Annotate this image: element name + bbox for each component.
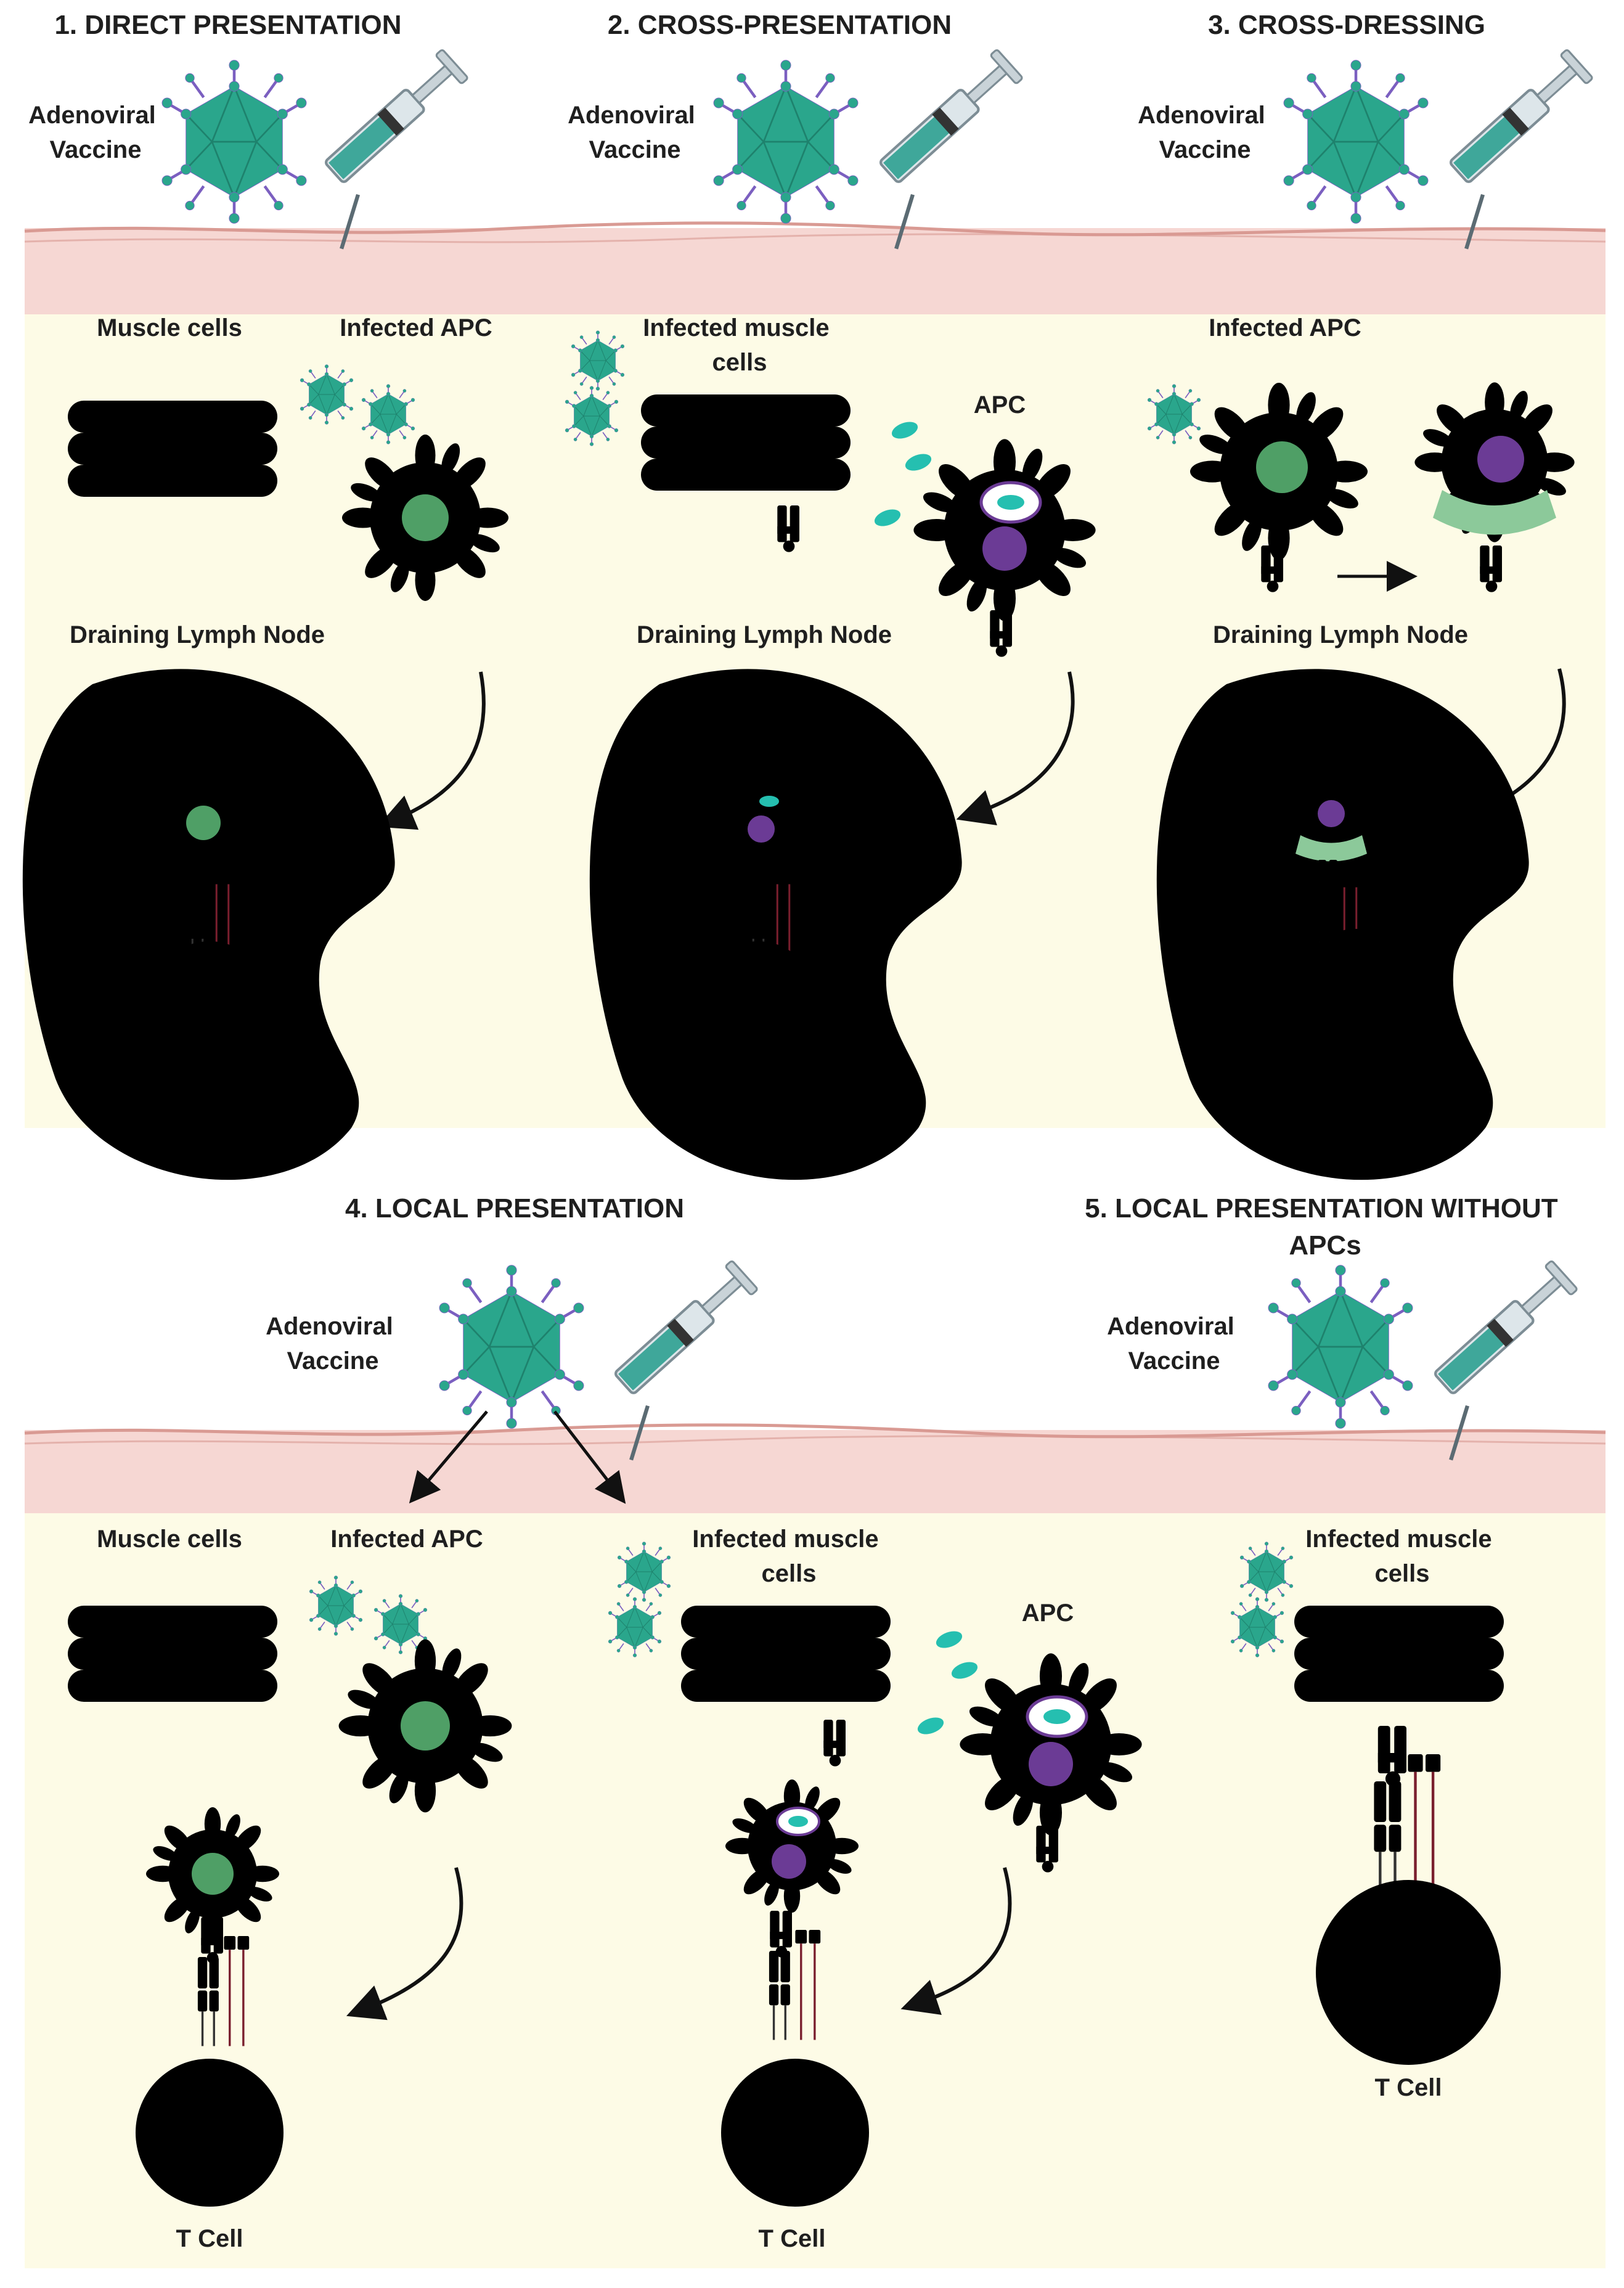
antigen-fragment [759,796,779,807]
panel-1-vaccine-label: Adenoviral Vaccine [28,102,163,163]
panel-4-title: 4. LOCAL PRESENTATION [345,1193,684,1224]
adenovirus-icon [714,60,858,224]
panel-3-title: 3. CROSS-DRESSING [1208,10,1485,40]
panel-3-infected-apc-label: Infected APC [1209,314,1361,341]
migration-arrow [346,1867,463,2020]
panel-1-direct-presentation: 1. DIRECT PRESENTATION Adenoviral Vaccin… [0,10,508,1245]
antigen-fragment [917,1717,944,1734]
t-cell-icon [721,2059,869,2207]
panel-1-infected-apc-label: Infected APC [340,314,492,341]
adenovirus-icon [162,60,306,224]
infection-arrow [409,1410,488,1504]
panel-4-t-cell-label-1: T Cell [176,2225,243,2252]
panel-4-local-presentation: 4. LOCAL PRESENTATION Adenoviral Vaccine… [68,1193,1142,2252]
syringe-icon [1412,49,1621,249]
infected-muscle-cell-icon [681,1606,891,1702]
top-skin-surface [24,221,1606,237]
antigen-fragment [951,1662,978,1679]
muscle-cell-icon [68,1606,277,1702]
antigen-fragment [874,509,901,526]
panel-2-apc-label: APC [974,391,1026,419]
t-cell-icon [152,941,267,1056]
panel-2-vaccine-label: Adenoviral Vaccine [568,102,702,163]
top-skin-surface-2 [24,233,1606,243]
apc-nucleus [982,526,1027,571]
bottom-skin-surface-2 [24,1435,1606,1445]
t-cell-icon [1316,1880,1501,2065]
panel-2-infected-muscle-label: Infected muscle cells [643,314,836,376]
adenovirus-icon [439,1265,584,1429]
infection-arrow [553,1410,626,1504]
panel-4-muscle-cells-label: Muscle cells [97,1526,242,1553]
panel-2-cross-presentation: 2. CROSS-PRESENTATION Adenoviral Vaccine… [518,10,1096,1245]
syringe-icon [287,49,496,249]
antigen-fragment [905,454,932,471]
panel-1-muscle-cells-label: Muscle cells [97,314,242,341]
antigen-fragment [1043,1709,1071,1724]
panel-4-apc-label: APC [1022,1600,1074,1627]
panel-4-vaccine-label: Adenoviral Vaccine [266,1313,400,1375]
t-cell-icon [136,2059,284,2207]
apc-nucleus [1029,1742,1073,1786]
apc-nucleus [772,1844,806,1879]
panel-2-title: 2. CROSS-PRESENTATION [608,10,952,40]
panel-2-lymph-node-label: Draining Lymph Node [637,621,892,648]
syringe-icon [842,49,1051,249]
antigen-fragment [936,1631,963,1648]
apc-nucleus [186,806,221,840]
infected-muscle-cell-icon [641,394,851,491]
t-cell-icon [701,941,815,1056]
t-cell-icon [1299,929,1413,1044]
migration-arrow [900,1867,1012,2015]
top-skin-layer [25,228,1606,314]
panel-5-local-presentation-without-apcs: 5. LOCAL PRESENTATION WITHOUT APCs Adeno… [1085,1193,1606,2101]
antigen-fragment [788,1816,808,1827]
apc-nucleus [748,815,775,843]
panel-1-title: 1. DIRECT PRESENTATION [54,10,401,40]
infected-muscle-cell-icon [1294,1606,1504,1702]
panel-1-lymph-node-label: Draining Lymph Node [70,621,325,648]
apc-nucleus [192,1853,234,1895]
panel-3-lymph-node-label: Draining Lymph Node [1213,621,1468,648]
panel-5-t-cell-label: T Cell [1375,2074,1442,2101]
apc-nucleus [402,494,449,541]
adenovirus-icon [1268,1265,1413,1429]
adenovirus-icon [1284,60,1428,224]
panel-4-t-cell-label-2: T Cell [759,2225,826,2252]
panel-5-infected-muscle-label: Infected muscle cells [1305,1526,1498,1587]
muscle-cell-icon [68,401,277,497]
apc-nucleus [1318,800,1345,827]
panel-4-infected-muscle-label: Infected muscle cells [692,1526,885,1587]
apc-nucleus [1477,436,1524,483]
panel-5-title: 5. LOCAL PRESENTATION WITHOUT APCs [1085,1193,1565,1260]
apc-nucleus [1256,441,1308,493]
apc-nucleus [401,1701,450,1751]
antigen-fragment [891,422,918,439]
bottom-skin-surface [24,1423,1606,1439]
antigen-fragment [997,495,1024,510]
migration-arrow [956,671,1075,825]
acquired-membrane-patch [1433,490,1556,535]
panel-4-infected-apc-label: Infected APC [330,1526,483,1553]
migration-arrow [377,671,486,830]
panel-5-vaccine-label: Adenoviral Vaccine [1107,1313,1241,1375]
panel-3-vaccine-label: Adenoviral Vaccine [1138,102,1272,163]
acquired-membrane-patch [1296,835,1367,862]
panel-3-cross-dressing: 3. CROSS-DRESSING Adenoviral Vaccine Inf… [1085,10,1621,1245]
bottom-skin-layer [25,1430,1606,1513]
